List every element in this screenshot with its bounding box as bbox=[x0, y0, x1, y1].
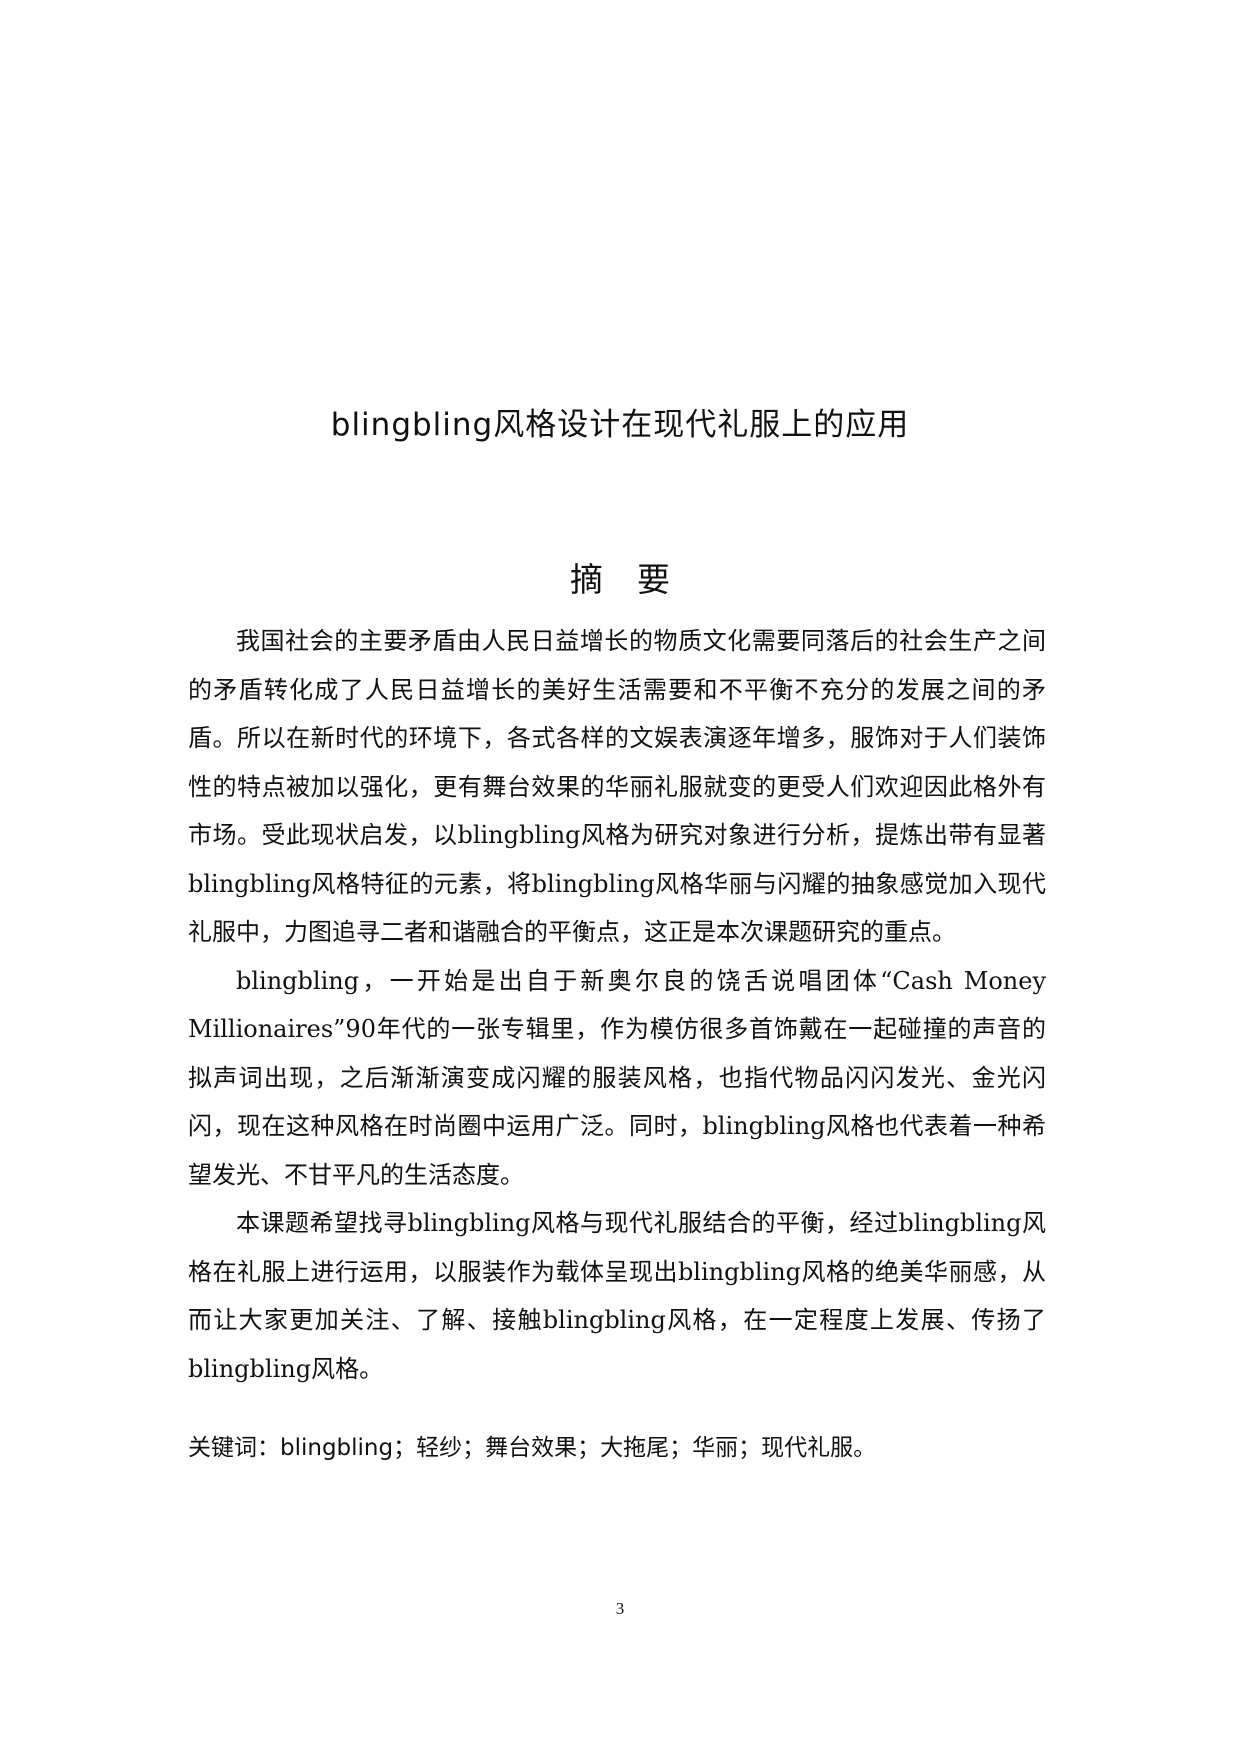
abstract-paragraph: blingbling，一开始是出自于新奥尔良的饶舌说唱团体“Cash Money… bbox=[188, 966, 1046, 1189]
page-number: 3 bbox=[615, 1599, 625, 1618]
abstract-body: 我国社会的主要矛盾由人民日益增长的物质文化需要同落后的社会生产之间的矛盾转化成了… bbox=[188, 617, 1046, 1393]
keywords-line: 关键词：blingbling；轻纱；舞台效果；大拖尾；华丽；现代礼服。 bbox=[188, 1435, 877, 1461]
abstract-paragraph: 我国社会的主要矛盾由人民日益增长的物质文化需要同落后的社会生产之间的矛盾转化成了… bbox=[188, 627, 1046, 946]
abstract-paragraph: 本课题希望找寻blingbling风格与现代礼服结合的平衡，经过blingbli… bbox=[188, 1209, 1046, 1383]
abstract-heading: 摘要 bbox=[570, 560, 704, 599]
document-title: blingbling风格设计在现代礼服上的应用 bbox=[330, 407, 910, 443]
